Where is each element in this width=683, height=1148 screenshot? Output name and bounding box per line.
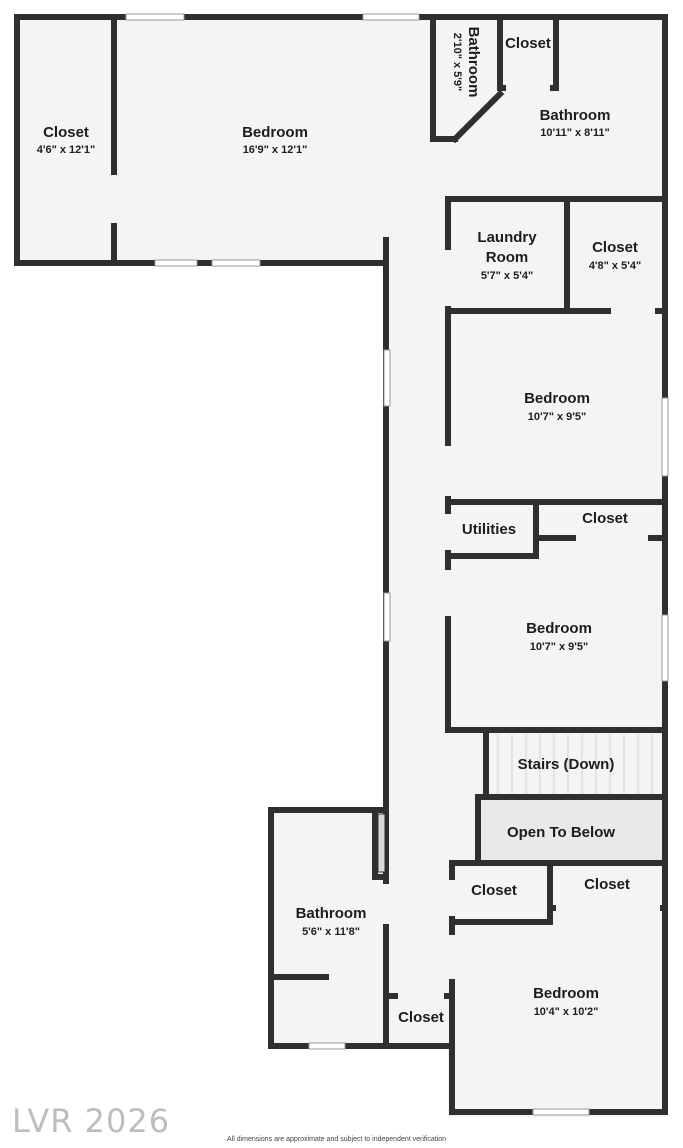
- closet-left-dim: 4'6" x 12'1": [37, 144, 95, 156]
- laundry-dim: 5'7" x 5'4": [481, 270, 533, 282]
- door-openings: [111, 85, 660, 999]
- stairs-name: Stairs (Down): [518, 756, 615, 773]
- bathroom-small-name: Bathroom: [465, 27, 482, 98]
- bathroom-small-dim: 2'10" x 5'9": [451, 33, 463, 91]
- closet-left-name: Closet: [43, 124, 89, 141]
- open-to-below-area: [478, 800, 665, 863]
- watermark-text: LVR 2026: [12, 1102, 171, 1140]
- stairs-treads: [497, 734, 653, 795]
- room-labels: Closet 4'6" x 12'1" Bedroom 16'9" x 12'1…: [37, 27, 641, 1026]
- bedroom-3-dim: 10'7" x 9'5": [530, 641, 588, 653]
- bedroom-4-dim: 10'4" x 10'2": [534, 1006, 599, 1018]
- bathroom-left-name: Bathroom: [296, 905, 367, 922]
- windows: [125, 13, 669, 1116]
- bedroom-2-name: Bedroom: [524, 390, 590, 407]
- laundry-name-2: Room: [486, 249, 529, 266]
- bathroom-left-dim: 5'6" x 11'8": [302, 926, 360, 938]
- bedroom-3-name: Bedroom: [526, 620, 592, 637]
- hatch-shaft: [377, 813, 386, 873]
- closet-util-name: Closet: [582, 510, 628, 527]
- bedroom-main-dim: 16'9" x 12'1": [243, 144, 308, 156]
- disclaimer-text: All dimensions are approximate and subje…: [227, 1136, 447, 1143]
- open-below-name: Open To Below: [507, 824, 615, 841]
- bedroom-2-dim: 10'7" x 9'5": [528, 411, 586, 423]
- utilities-name: Utilities: [462, 521, 516, 538]
- closet-right-name: Closet: [584, 876, 630, 893]
- laundry-name-1: Laundry: [477, 229, 537, 246]
- bedroom-4-name: Bedroom: [533, 985, 599, 1002]
- closet-top-name: Closet: [505, 35, 551, 52]
- closet-hall-name: Closet: [398, 1009, 444, 1026]
- bathroom-main-name: Bathroom: [540, 107, 611, 124]
- bedroom-main-name: Bedroom: [242, 124, 308, 141]
- bathroom-main-dim: 10'11" x 8'11": [540, 127, 610, 139]
- closet-small-name: Closet: [471, 882, 517, 899]
- closet-laundry-dim: 4'8" x 5'4": [589, 260, 641, 272]
- closet-laundry-name: Closet: [592, 239, 638, 256]
